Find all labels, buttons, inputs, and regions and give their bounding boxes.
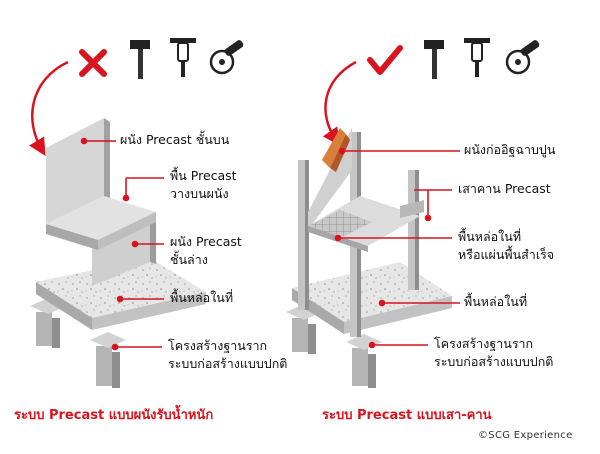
label-right-ground-slab: พื้นหล่อในที่ [464, 294, 528, 309]
right-ground-slab [292, 262, 452, 334]
jackhammer-icon [464, 38, 490, 77]
left-curved-arrow [29, 60, 69, 157]
hammer-icon [130, 40, 150, 79]
left-leader-lines [80, 137, 164, 351]
label-upper-precast-wall: ผนัง Precast ชั้นบน [120, 132, 230, 147]
left-precast-slab [46, 196, 156, 250]
left-pile [90, 332, 126, 388]
label-foundation-line2: ระบบก่อสร้างแบบปกติ [168, 356, 288, 371]
label-precast-beam-column: เสาคาน Precast [458, 181, 551, 196]
left-status-x-icon [79, 49, 107, 77]
hammer-icon [424, 40, 444, 79]
right-leader-lines [334, 147, 460, 349]
right-status-check-icon [367, 45, 403, 75]
label-right-foundation-line1: โครงสร้างฐานราก [434, 336, 534, 351]
right-curved-arrow [322, 60, 357, 146]
copyright-text: ©SCG Experience [478, 430, 573, 441]
label-foundation-line1: โครงสร้างฐานราก [168, 338, 268, 353]
left-structure [30, 118, 206, 388]
caption-column-beam-system: ระบบ Precast แบบเสา-คาน [322, 408, 492, 423]
right-beam [400, 200, 424, 218]
label-lower-precast-wall-line2: ชั้นล่าง [170, 252, 208, 267]
label-cast-in-place-ground-slab: พื้นหล่อในที่ [170, 290, 234, 305]
left-ground-slab [36, 258, 206, 330]
label-precast-slab-line1: พื้น Precast [170, 168, 237, 183]
label-slab-line1: พื้นหล่อในที่ [458, 229, 522, 244]
angle-grinder-icon [505, 40, 540, 75]
right-structure [286, 128, 452, 388]
label-precast-slab-line2: วางบนผนัง [170, 186, 229, 201]
label-right-foundation-line2: ระบบก่อสร้างแบบปกติ [434, 354, 554, 369]
angle-grinder-icon [209, 40, 244, 75]
right-pile [346, 334, 382, 388]
label-slab-line2: หรือแผ่นพื้นสำเร็จ [458, 247, 555, 262]
left-upper-wall [46, 118, 110, 224]
label-masonry-wall: ผนังก่ออิฐฉาบปูน [464, 142, 556, 157]
jackhammer-icon [170, 38, 196, 77]
caption-wall-bearing-system: ระบบ Precast แบบผนังรับน้ำหนัก [14, 408, 214, 423]
label-lower-precast-wall-line1: ผนัง Precast [170, 234, 242, 249]
